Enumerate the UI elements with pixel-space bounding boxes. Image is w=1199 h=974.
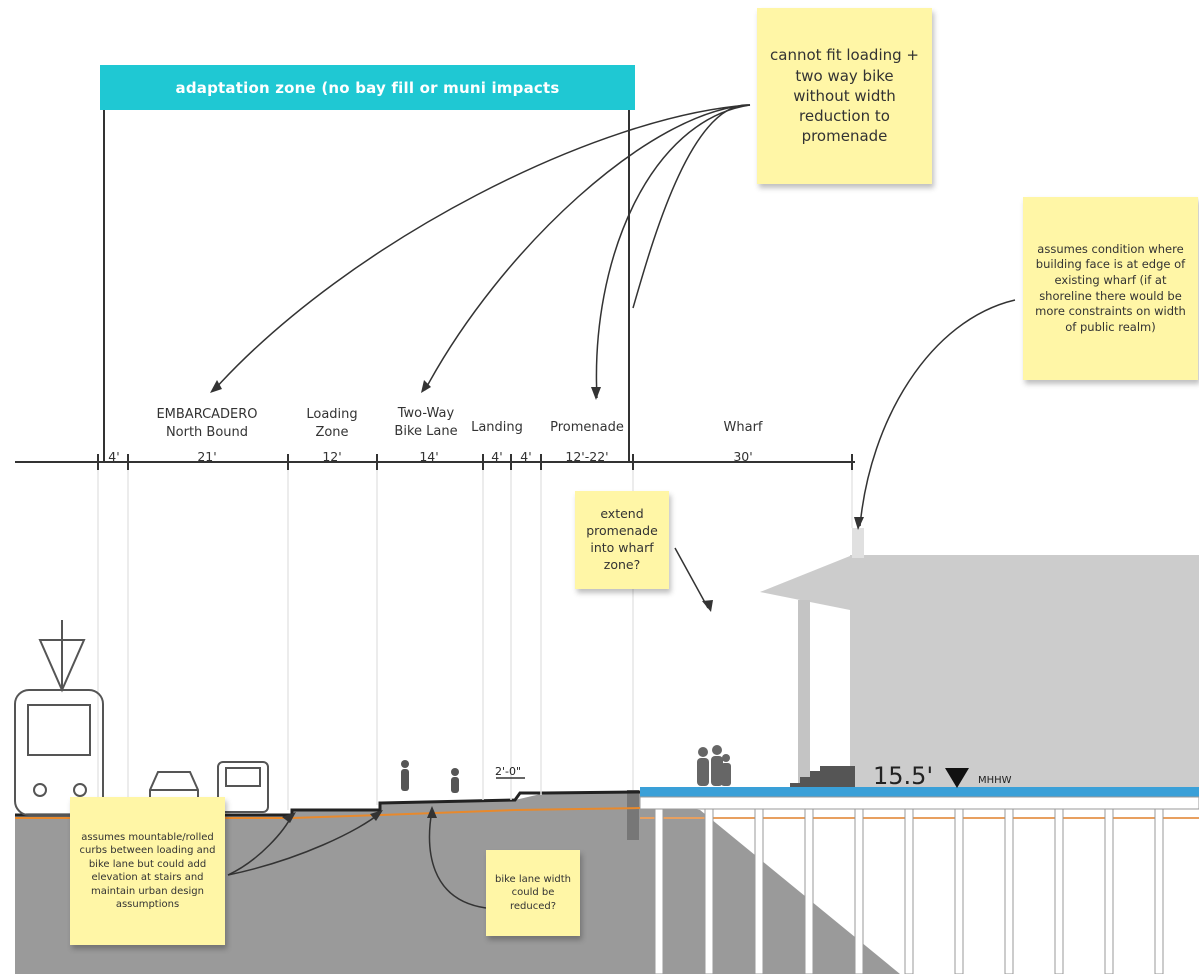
- streetcar-icon: [14, 620, 104, 816]
- sticky-note-loading-bike[interactable]: cannot fit loading + two way bike withou…: [757, 8, 932, 184]
- wharf-pile: [1154, 808, 1164, 974]
- dim-label-embarcadero: 21': [197, 449, 217, 464]
- dimension-line: [15, 454, 855, 470]
- wharf-pile: [804, 808, 814, 974]
- stair-dim-label: 2'-0": [495, 765, 522, 778]
- cyclist-icon: [401, 760, 459, 793]
- wharf-pile: [654, 808, 664, 974]
- sticky-note-curbs[interactable]: assumes mountable/rolled curbs between l…: [70, 797, 225, 945]
- wharf-pile: [704, 808, 714, 974]
- wharf-pile: [904, 808, 914, 974]
- dim-label-landing: 4': [491, 449, 503, 464]
- dim-label-wharf: 30': [733, 449, 753, 464]
- wharf-pile: [854, 808, 864, 974]
- dim-label-promenade: 12'-22': [565, 449, 609, 464]
- zone-label-embarcadero: EMBARCADERO North Bound: [156, 407, 258, 440]
- curb-profile: [15, 790, 641, 817]
- sticky-note-bike-width[interactable]: bike lane width could be reduced?: [486, 850, 580, 936]
- wharf-deck: [639, 787, 1199, 819]
- annotation-arrows: [213, 104, 1016, 909]
- dim-label-sidewalk: 4': [108, 449, 120, 464]
- wharf-pile: [954, 808, 964, 974]
- suv-icon: [217, 761, 269, 813]
- elevation-marker-icon: [945, 768, 969, 788]
- dim-label-loading: 12': [322, 449, 342, 464]
- sticky-note-extend-promenade[interactable]: extend promenade into wharf zone?: [575, 491, 669, 589]
- wharf-pile: [1104, 808, 1114, 974]
- elevation-value: 15.5': [873, 762, 934, 790]
- zone-guide-lines: [97, 468, 853, 810]
- zone-label-landing: Landing: [471, 420, 523, 435]
- wharf-pile: [754, 808, 764, 974]
- zone-label-promenade: Promenade: [550, 420, 624, 435]
- wharf-piles: [654, 808, 1164, 974]
- wharf-pile: [1054, 808, 1064, 974]
- wharf-pile: [1004, 808, 1014, 974]
- arrowheads: [210, 380, 864, 823]
- sticky-note-building-face[interactable]: assumes condition where building face is…: [1023, 197, 1198, 380]
- dim-label-bike: 14': [419, 449, 439, 464]
- zone-label-loading: Loading Zone: [306, 407, 358, 440]
- adaptation-zone-bracket: [103, 110, 630, 462]
- pedestrians-icon: [697, 745, 731, 786]
- elevation-datum: MHHW: [978, 775, 1012, 786]
- sea-wall: [627, 790, 639, 840]
- adaptation-zone-banner: adaptation zone (no bay fill or muni imp…: [100, 65, 635, 110]
- zone-label-bike: Two-Way Bike Lane: [394, 406, 458, 439]
- wharf-building: [760, 528, 1199, 789]
- wharf-stairs: [770, 766, 855, 787]
- zone-label-wharf: Wharf: [723, 420, 763, 435]
- dim-label-landing-2: 4': [520, 449, 532, 464]
